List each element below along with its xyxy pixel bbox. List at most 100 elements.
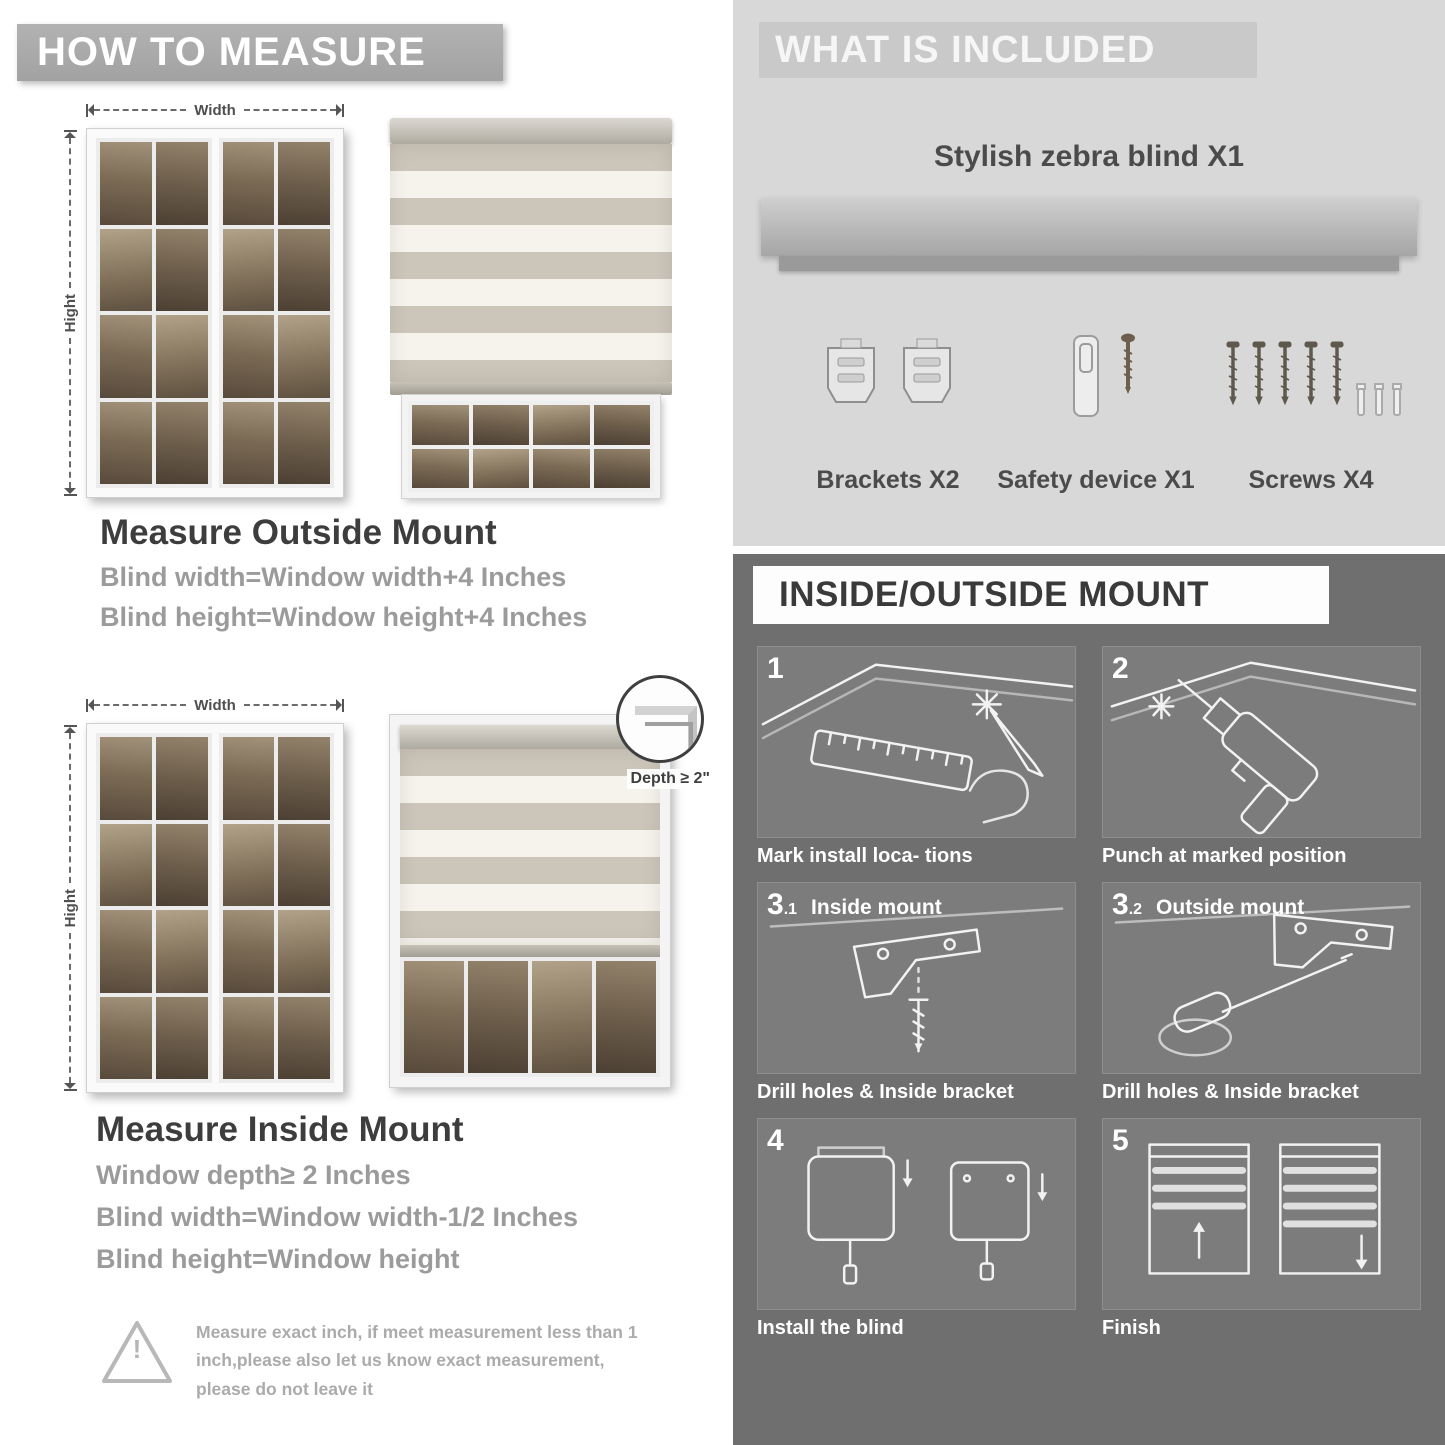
install-blind-illustration	[807, 1146, 1048, 1285]
step-4: 4	[757, 1118, 1076, 1340]
step-1-caption: Mark install loca- tions	[757, 845, 973, 867]
bracket-icon	[903, 338, 951, 403]
note-text: Measure exact inch, if meet measurement …	[196, 1322, 638, 1399]
warning-icon: !	[100, 1318, 174, 1388]
step-title: Inside mount	[811, 896, 942, 919]
blind-cassette	[390, 118, 672, 144]
mount-steps-grid: 1 Mark install l	[757, 646, 1421, 1340]
height-label: Hight	[61, 293, 79, 333]
arrow-down-icon	[64, 1083, 76, 1090]
anchor-icons	[1356, 383, 1402, 416]
blind-figure-outside	[390, 118, 672, 499]
outside-bracket-illustration	[1114, 905, 1411, 1057]
inside-rule-1: Window depth≥ 2 Inches	[96, 1160, 411, 1190]
width-arrow: Width	[86, 695, 345, 715]
included-section: WHAT IS INCLUDED Stylish zebra blind X1	[733, 0, 1445, 546]
height-arrow: Hight	[60, 725, 80, 1092]
headrail-illustration	[761, 198, 1417, 256]
inside-rule-3: Blind height=Window height	[96, 1244, 460, 1274]
safety-device-label: Safety device X1	[997, 466, 1195, 494]
screws-icon	[1226, 341, 1402, 416]
brackets-illustration	[789, 336, 989, 414]
safety-device-illustration	[1033, 332, 1173, 420]
step-number: 4	[767, 1124, 784, 1157]
window-figure-outside: Width Hight	[60, 100, 350, 500]
step-2-panel: 2	[1102, 646, 1421, 838]
screws-illustration	[1219, 340, 1409, 450]
how-to-measure-title: HOW TO MEASURE	[37, 30, 426, 74]
step-3-2-caption: Drill holes & Inside bracket	[1102, 1081, 1359, 1103]
outside-mount-title: Measure Outside Mount	[100, 513, 497, 552]
outside-mount-figures: Width Hight	[60, 100, 680, 502]
outside-rule-1: Blind width=Window width+4 Inches	[100, 562, 567, 592]
width-label: Width	[194, 696, 236, 714]
zebra-blind-body	[400, 749, 660, 945]
step-2: 2	[1102, 646, 1421, 868]
step-1: 1 Mark install l	[757, 646, 1076, 868]
arrow-left-icon	[88, 699, 94, 711]
width-arrow: Width	[86, 100, 345, 120]
step-1-panel: 1	[757, 646, 1076, 838]
window-figure-inside: Width Hight	[60, 695, 350, 1095]
step-3-2: 3.2 Outside mount	[1102, 882, 1421, 1104]
arrow-right-icon	[336, 104, 343, 116]
outside-rule-2: Blind height=Window height+4 Inches	[100, 602, 588, 632]
measure-note: ! Measure exact inch, if meet measuremen…	[100, 1318, 640, 1403]
step-4-panel: 4	[757, 1118, 1076, 1310]
step-number: 2	[1112, 652, 1129, 685]
width-label: Width	[194, 101, 236, 119]
window-under-blind	[401, 394, 661, 499]
arrow-down-icon	[64, 488, 76, 495]
depth-callout-label: Depth ≥ 2"	[626, 769, 714, 789]
step-5-panel: 5	[1102, 1118, 1421, 1310]
arrow-left-icon	[88, 104, 94, 116]
inside-mount-figures: Width Hight	[60, 675, 714, 1097]
step-5: 5 Finis	[1102, 1118, 1421, 1340]
window-glass	[86, 723, 344, 1093]
brackets-label: Brackets X2	[816, 466, 960, 494]
included-header: WHAT IS INCLUDED	[759, 22, 1257, 78]
window-under-blind	[400, 957, 660, 1077]
zebra-blind-body	[390, 144, 672, 382]
step-number: 3	[767, 888, 784, 921]
height-arrow: Hight	[60, 130, 80, 497]
screw-icon	[1121, 333, 1135, 394]
inside-bracket-illustration	[769, 907, 1064, 1053]
bracket-icon	[827, 338, 875, 403]
included-header-title: WHAT IS INCLUDED	[775, 28, 1156, 71]
mark-location-illustration	[761, 663, 1074, 824]
safety-device-icon	[1073, 335, 1099, 417]
step-number: 3	[1112, 888, 1129, 921]
blind-figure-inside: Depth ≥ 2"	[389, 675, 714, 1088]
inside-mount-title: Measure Inside Mount	[96, 1110, 464, 1149]
mount-header-title: INSIDE/OUTSIDE MOUNT	[779, 575, 1210, 614]
mount-section: INSIDE/OUTSIDE MOUNT 1	[733, 554, 1445, 1445]
inside-mount-window	[389, 714, 671, 1088]
step-3-1: 3.1 Inside mount	[757, 882, 1076, 1104]
step-3-1-caption: Drill holes & Inside bracket	[757, 1081, 1014, 1103]
height-label: Hight	[61, 888, 79, 928]
step-4-caption: Install the blind	[757, 1317, 904, 1339]
window-glass	[86, 128, 344, 498]
screws-label: Screws X4	[1248, 466, 1374, 494]
finish-illustration	[1148, 1143, 1381, 1275]
how-to-measure-header: HOW TO MEASURE	[17, 24, 503, 81]
blind-bottom-rail	[390, 382, 672, 395]
mount-header: INSIDE/OUTSIDE MOUNT	[753, 566, 1329, 624]
warning-exclamation: !	[132, 1334, 142, 1364]
arrow-up-icon	[64, 727, 76, 733]
arrow-right-icon	[336, 699, 343, 711]
step-title: Outside mount	[1156, 896, 1305, 919]
product-name: Stylish zebra blind X1	[933, 140, 1245, 173]
headrail-lip	[779, 256, 1399, 271]
step-3-2-panel: 3.2 Outside mount	[1102, 882, 1421, 1074]
drill-illustration	[1110, 661, 1417, 835]
step-3-1-panel: 3.1 Inside mount	[757, 882, 1076, 1074]
arrow-up-icon	[64, 132, 76, 138]
step-number: 1	[767, 652, 784, 685]
step-2-caption: Punch at marked position	[1102, 845, 1347, 867]
step-5-caption: Finish	[1102, 1317, 1161, 1339]
depth-callout-circle	[616, 675, 704, 763]
blind-bottom-rail	[400, 945, 660, 957]
